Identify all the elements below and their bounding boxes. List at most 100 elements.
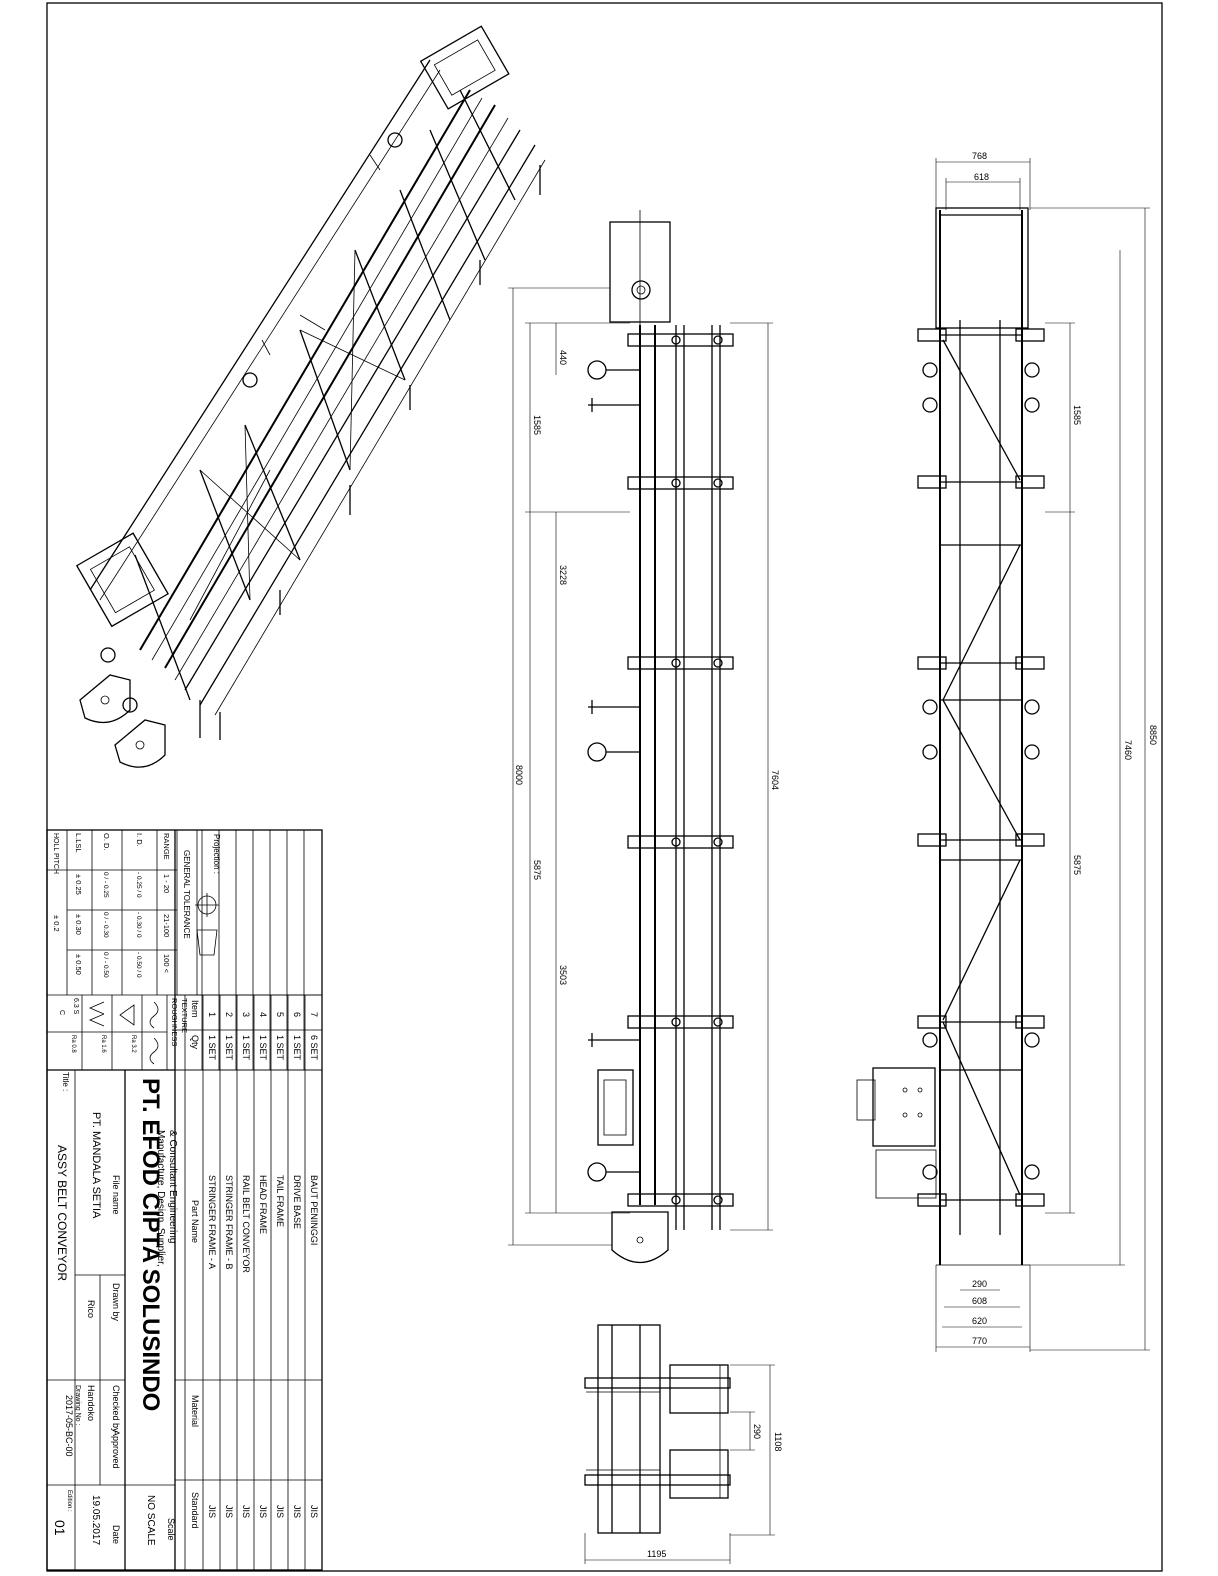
dim-1108: 1108 (773, 1432, 783, 1451)
bom-qty-5: 1 SET (275, 1035, 285, 1061)
bom-header-item: Item (190, 1000, 200, 1018)
tol-lsl-3: ± 0.50 (74, 954, 83, 975)
top-view: 768 618 1585 8850 7460 5875 290 608 620 … (856, 151, 1158, 1352)
dim-7460: 7460 (1123, 740, 1133, 760)
drawn-by: Rico (86, 1300, 96, 1318)
bom-part-2: STRINGER FRAME - B (224, 1175, 234, 1270)
approved-label: Approved (111, 1430, 121, 1469)
bom-row-6: 6 1 SET DRIVE BASE JIS (292, 1012, 302, 1518)
bom-header-standard: Standard (190, 1492, 200, 1529)
dim-8000: 8000 (514, 765, 524, 785)
dim-440: 440 (558, 350, 568, 365)
bom-item-2: 2 (224, 1012, 234, 1017)
dim-3228: 3228 (558, 565, 568, 585)
bom-std-4: JIS (258, 1505, 268, 1518)
dim-8850: 8850 (1148, 725, 1158, 745)
tol-od-2: 0 / - 0.30 (102, 912, 109, 938)
bom-item-5: 5 (275, 1012, 285, 1017)
tol-od-label: O. D. (102, 833, 111, 851)
isometric-view (75, 25, 546, 768)
bom-row-3: 3 1 SET RAIL BELT CONVEYOR JIS (241, 1012, 251, 1518)
tol-pitch-1: ± 0.2 (52, 915, 61, 932)
date-value: 19.05.2017 (90, 1495, 101, 1545)
bom-std-6: JIS (292, 1505, 302, 1518)
tol-header-21-100: 21-100 (162, 914, 171, 937)
sheet-value: 01 (52, 1520, 68, 1536)
dim-290-top: 290 (972, 1279, 987, 1289)
tol-id-1: - 0.25 / 0 (135, 872, 142, 898)
dim-768: 768 (972, 151, 987, 161)
title-label: Title : (61, 1072, 70, 1091)
dim-5875-side: 5875 (532, 860, 542, 880)
date-label: Date (111, 1525, 121, 1544)
checked-by: Handoko (86, 1385, 96, 1421)
bom-part-5: TAIL FRAME (275, 1175, 285, 1227)
tol-pitch-label: HOLL PITCH (52, 833, 59, 874)
projection-symbol-cone (196, 929, 218, 956)
company-tagline-2: & Consultant Engineering (167, 1130, 178, 1243)
bom-qty-3: 1 SET (241, 1035, 251, 1061)
tol-lsl-label: L.LSL (74, 833, 83, 853)
bom-item-7: 7 (309, 1012, 319, 1017)
drawn-by-label: Drawn by (111, 1283, 121, 1322)
bom-part-7: BAUT PENINGGI (309, 1175, 319, 1245)
tol-lsl-1: ± 0.25 (74, 874, 83, 895)
tolerance-table: GENERAL TOLERANCE RANGE 1 - 20 21-100 10… (47, 830, 191, 995)
projection-box: Projection : (195, 830, 221, 995)
bom-row-7: 7 6 SET BAUT PENINGGI JIS (309, 1012, 319, 1518)
roughness-ra32: Ra 3.2 (130, 1035, 136, 1053)
company-tagline-1: Manufacture, Design, Supplier, (155, 1130, 166, 1267)
roughness-c: C (58, 1010, 65, 1015)
bom-std-3: JIS (241, 1505, 251, 1518)
bom-std-2: JIS (224, 1505, 234, 1518)
top-view-dimensions: 768 618 1585 8850 7460 5875 290 608 620 … (972, 151, 1158, 1346)
end-view: 1108 290 1195 (584, 1324, 783, 1564)
bom-header: Item Qty Part Name Material Standard (190, 1000, 200, 1529)
bom-qty-4: 1 SET (258, 1035, 268, 1061)
roughness-title-1: TEXTURE (180, 998, 189, 1033)
bom-item-3: 3 (241, 1012, 251, 1017)
side-view: 440 1585 3228 8000 5875 3503 7604 (508, 210, 780, 1263)
roughness-ra08: Ra 0.8 (70, 1035, 76, 1053)
file-name-label: File name (111, 1175, 121, 1215)
company-name: PT. EFOD CIPTA SOLUSINDO (137, 1078, 164, 1411)
bom-part-1: STRINGER FRAME - A (207, 1175, 217, 1269)
dim-620: 620 (972, 1316, 987, 1326)
dim-770: 770 (972, 1336, 987, 1346)
bom-qty-7: 6 SET (309, 1035, 319, 1061)
roughness-ra16: Ra 1.6 (100, 1035, 106, 1053)
dim-1195: 1195 (647, 1549, 666, 1559)
company-block: PT. EFOD CIPTA SOLUSINDO Manufacture, De… (47, 830, 178, 1571)
dim-5875-top: 5875 (1072, 855, 1082, 875)
tol-od-3: 0 / - 0.50 (102, 952, 109, 978)
side-view-dimensions: 440 1585 3228 8000 5875 3503 7604 (514, 350, 780, 985)
bom-part-3: RAIL BELT CONVEYOR (241, 1175, 251, 1273)
bom-row-5: 5 1 SET TAIL FRAME JIS (275, 1012, 285, 1518)
bom-header-qty: Qty (190, 1035, 200, 1050)
bom-row-1: 1 1 SET STRINGER FRAME - A JIS (207, 1012, 217, 1518)
sheet-label: Edition : (66, 1490, 72, 1512)
bom-std-7: JIS (309, 1505, 319, 1518)
tol-id-2: - 0.30 / 0 (135, 912, 142, 938)
dim-290-end: 290 (752, 1424, 762, 1439)
tolerance-title: GENERAL TOLERANCE (182, 850, 191, 939)
roughness-6-3s: 6.3 S (72, 998, 79, 1015)
bom-grid (175, 994, 322, 1571)
bom-std-5: JIS (275, 1505, 285, 1518)
bom-item-4: 4 (258, 1012, 268, 1017)
bom-item-6: 6 (292, 1012, 302, 1017)
checked-by-label: Checked by (111, 1385, 121, 1433)
tol-id-3: - 0.50 / 0 (135, 952, 142, 978)
dim-3503: 3503 (558, 965, 568, 985)
bom-std-1: JIS (207, 1505, 217, 1518)
file-name: PT. MANDALA SETIA (90, 1112, 102, 1219)
dim-7604: 7604 (770, 770, 780, 790)
dim-1585-top: 1585 (1072, 405, 1082, 425)
bom-part-4: HEAD FRAME (258, 1175, 268, 1234)
scale-value: NO SCALE (145, 1495, 156, 1546)
tol-header-range: RANGE (162, 833, 171, 860)
tol-id-label: I. D. (135, 833, 144, 847)
bom-header-part: Part Name (190, 1200, 200, 1243)
sheet-border (46, 2, 1163, 1572)
